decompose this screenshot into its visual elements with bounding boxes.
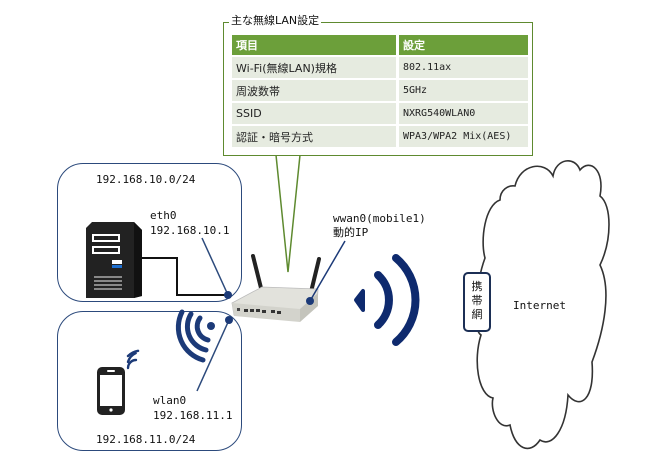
table-row: 周波数帯 5GHz xyxy=(232,80,528,101)
callout-pointer xyxy=(275,154,301,273)
wireless-settings-table: 項目 設定 Wi-Fi(無線LAN)規格 802.11ax 周波数帯 5GHz … xyxy=(232,33,528,149)
table-row: 認証・暗号方式 WPA3/WPA2 Mix(AES) xyxy=(232,126,528,147)
eth0-address-label: 192.168.10.1 xyxy=(150,224,230,237)
wan-wireless-signal-icon xyxy=(354,254,420,346)
carrier-char: 帯 xyxy=(471,294,483,307)
row-value: NXRG540WLAN0 xyxy=(396,103,528,124)
header-item: 項目 xyxy=(232,35,396,55)
internet-cloud-icon xyxy=(474,160,610,450)
eth0-pointer xyxy=(201,237,229,296)
row-key: SSID xyxy=(232,103,396,124)
wwan0-pointer xyxy=(309,240,346,302)
carrier-char: 網 xyxy=(471,308,483,321)
wwan0-interface-label: wwan0(mobile1) xyxy=(333,212,426,225)
wired-network-label: 192.168.10.0/24 xyxy=(96,173,196,186)
table-row: Wi-Fi(無線LAN)規格 802.11ax xyxy=(232,57,528,78)
wlan0-port-dot xyxy=(225,316,233,324)
carrier-network-tag: 携 帯 網 xyxy=(463,272,491,332)
wlan0-address-label: 192.168.11.1 xyxy=(153,409,233,422)
wwan0-port-dot xyxy=(306,297,314,305)
wifi-signal-icon xyxy=(175,309,215,363)
wireless-network-label: 192.168.11.0/24 xyxy=(96,433,196,446)
row-key: 周波数帯 xyxy=(232,80,396,101)
phone-wifi-icon xyxy=(126,349,140,370)
carrier-char: 携 xyxy=(471,280,483,293)
wwan0-address-label: 動的IP xyxy=(333,226,369,239)
row-key: 認証・暗号方式 xyxy=(232,126,396,147)
wlan0-pointer xyxy=(196,319,230,392)
internet-label: Internet xyxy=(513,299,566,312)
router-icon xyxy=(231,254,321,322)
row-key: Wi-Fi(無線LAN)規格 xyxy=(232,57,396,78)
eth0-port-dot xyxy=(224,291,232,299)
smartphone-icon xyxy=(97,367,125,415)
table-header-row: 項目 設定 xyxy=(232,35,528,55)
table-row: SSID NXRG540WLAN0 xyxy=(232,103,528,124)
wlan0-interface-label: wlan0 xyxy=(153,394,187,407)
row-value: 5GHz xyxy=(396,80,528,101)
eth0-interface-label: eth0 xyxy=(150,209,177,222)
callout-title: 主な無線LAN設定 xyxy=(229,14,322,28)
ethernet-cable xyxy=(142,257,227,296)
wireless-lan-box xyxy=(57,311,242,451)
row-value: 802.11ax xyxy=(396,57,528,78)
row-value: WPA3/WPA2 Mix(AES) xyxy=(396,126,528,147)
header-setting: 設定 xyxy=(396,35,528,55)
server-icon xyxy=(86,222,142,298)
